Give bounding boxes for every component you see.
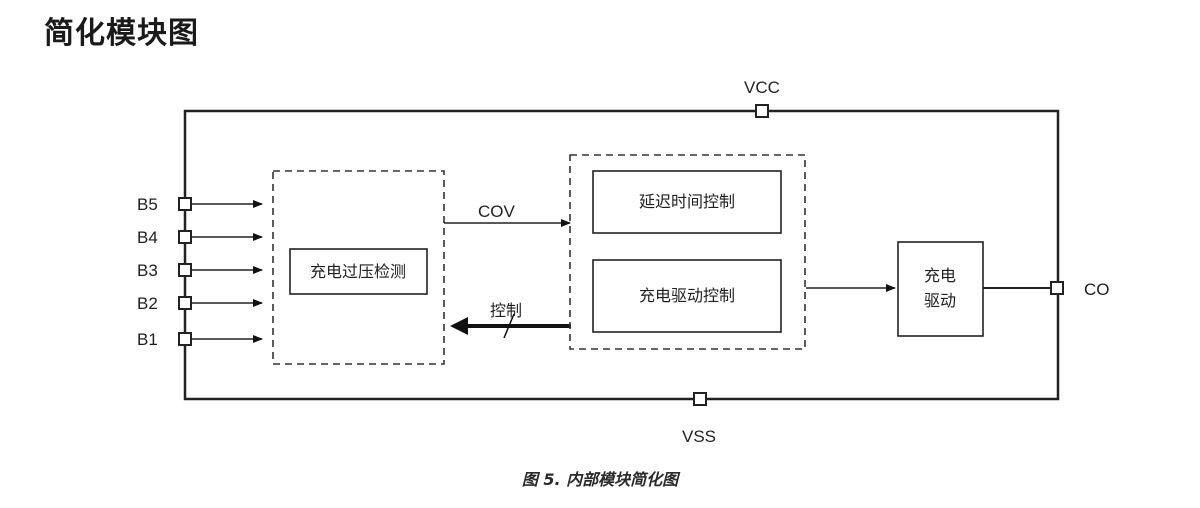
charge-drive-block [897,241,984,337]
control-bus-slash [503,313,515,339]
co-pin [1050,281,1064,295]
pin-label-b3: B3 [137,261,158,280]
delay-control-label: 延迟时间控制 [639,192,735,211]
drive-control-label: 充电驱动控制 [639,286,735,305]
input-pin-b1: B1 [137,330,263,349]
overvoltage-detect-label: 充电过压检测 [310,262,406,281]
input-pin-b2: B2 [137,294,263,313]
input-pin-b4: B4 [137,228,263,247]
chip-outline [183,109,1060,401]
charge-drive-label-1: 充电 [924,266,956,285]
vcc-pin [755,104,769,118]
pin-label-b2: B2 [137,294,158,313]
control-label: 控制 [490,301,522,320]
vss-label: VSS [682,427,716,446]
vss-pin [693,392,707,406]
detect-dashed-group [272,170,445,365]
delay-control-block [592,170,782,234]
control-arrowhead [450,317,468,335]
figure-caption: 图 5. 内部模块简化图 [521,470,679,489]
input-pins: B5 B4 B3 B2 B1 [137,195,263,349]
page-title: 简化模块图 [44,16,199,51]
control-dashed-group [569,154,806,350]
drive-control-block [592,259,782,333]
pin-label-b5: B5 [137,195,158,214]
overvoltage-detect-block [289,248,428,295]
charge-drive-label-2: 驱动 [924,291,956,310]
pin-label-b4: B4 [137,228,158,247]
co-label: CO [1084,280,1110,299]
input-pin-b5: B5 [137,195,263,214]
pin-label-b1: B1 [137,330,158,349]
cov-label: COV [478,202,516,221]
vcc-label: VCC [744,78,780,97]
input-pin-b3: B3 [137,261,263,280]
